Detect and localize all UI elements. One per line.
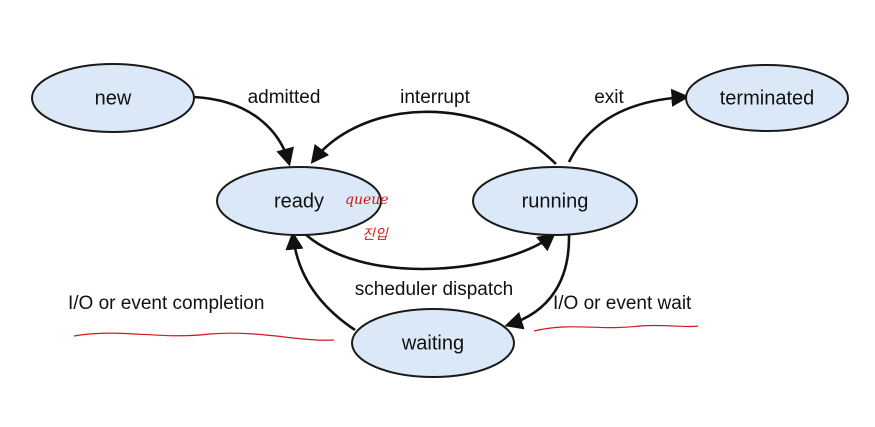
state-running-label: running bbox=[522, 190, 589, 212]
state-new: new bbox=[31, 63, 195, 133]
label-scheduler-dispatch: scheduler dispatch bbox=[355, 279, 513, 300]
edge-scheduler-dispatch bbox=[304, 232, 556, 271]
label-interrupt: interrupt bbox=[400, 87, 470, 108]
edge-interrupt bbox=[310, 110, 557, 165]
handwritten-entry-note: 진입 bbox=[362, 227, 389, 243]
state-running: running bbox=[472, 166, 638, 236]
edge-exit bbox=[567, 88, 690, 163]
red-underline-left bbox=[73, 332, 335, 341]
red-underline-right bbox=[533, 324, 699, 332]
label-admitted: admitted bbox=[248, 87, 321, 108]
edge-io-event-completion bbox=[285, 231, 356, 332]
state-waiting: waiting bbox=[351, 308, 515, 378]
label-io-event-wait: I/O or event wait bbox=[553, 293, 692, 314]
label-io-event-completion: I/O or event completion bbox=[68, 293, 264, 314]
edge-io-event-wait bbox=[504, 233, 571, 330]
state-terminated-label: terminated bbox=[720, 87, 815, 109]
state-waiting-label: waiting bbox=[401, 332, 464, 354]
edge-admitted bbox=[193, 95, 294, 167]
state-terminated: terminated bbox=[685, 64, 849, 132]
state-ready: ready bbox=[216, 166, 382, 236]
state-ready-label: ready bbox=[274, 190, 324, 212]
label-exit: exit bbox=[594, 87, 624, 108]
handwritten-queue-note: queue bbox=[345, 192, 389, 208]
state-new-label: new bbox=[95, 87, 132, 109]
